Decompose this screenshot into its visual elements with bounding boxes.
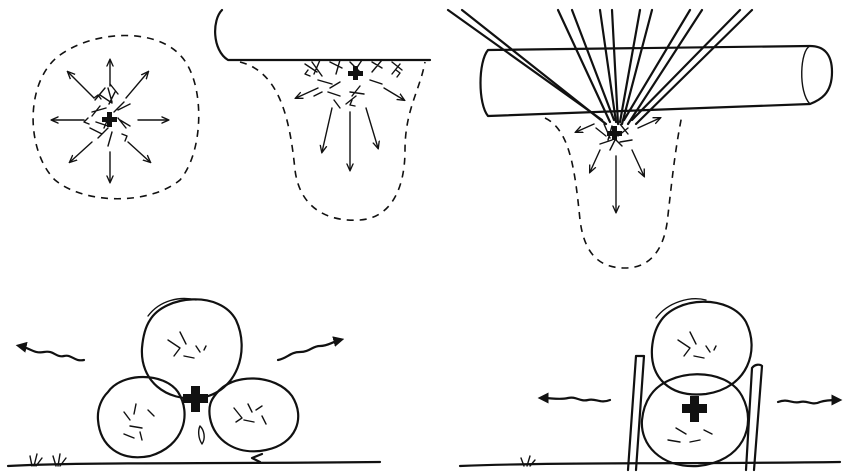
ground-line (8, 462, 380, 466)
wavy-heat-arrow-icon (542, 398, 610, 402)
panel-stacked-log-fire (460, 299, 840, 470)
flame-sliver (199, 426, 204, 444)
panel-ground-fire (33, 35, 199, 198)
stake-left (628, 356, 644, 470)
log-end-right (209, 378, 298, 462)
heat-origin-cross-icon (682, 396, 707, 422)
log-end-ring (802, 46, 810, 104)
wavy-heat-arrow-icon (778, 400, 838, 403)
panel-log-underside-fire (215, 10, 430, 220)
panel-three-log-star-fire (8, 299, 380, 466)
wavy-heat-arrow-icon (20, 346, 84, 360)
wavy-heat-arrow-icon (278, 340, 340, 360)
heat-origin-cross-icon (183, 386, 208, 412)
panel-teepee-under-log (448, 10, 832, 268)
heat-origin-cross-icon (348, 66, 363, 80)
log-body (215, 10, 430, 60)
ground-line (460, 462, 840, 466)
log-end-left (98, 377, 185, 457)
ember-wedge (252, 454, 262, 462)
